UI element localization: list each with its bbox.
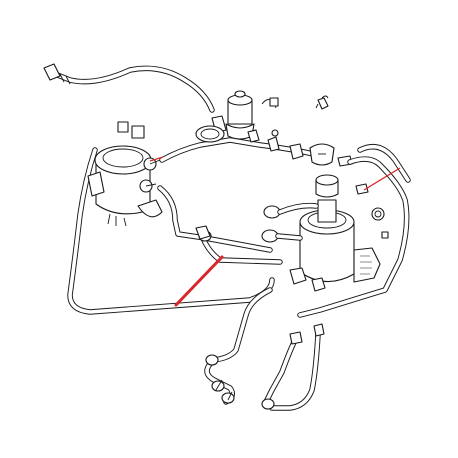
lower-pipes[interactable] bbox=[204, 287, 325, 411]
left-boiler[interactable] bbox=[67, 121, 275, 315]
red-marker-line bbox=[174, 255, 224, 307]
red-tick-left-boiler bbox=[149, 156, 164, 162]
connector-small[interactable] bbox=[315, 95, 329, 110]
right-boiler[interactable] bbox=[261, 174, 381, 292]
top-left-pipe[interactable] bbox=[43, 63, 215, 113]
red-tick-right-pipe bbox=[363, 167, 401, 191]
right-side-pipes[interactable] bbox=[297, 143, 411, 318]
gicleur-fittings[interactable] bbox=[195, 115, 353, 167]
highlight-markers bbox=[149, 156, 401, 307]
